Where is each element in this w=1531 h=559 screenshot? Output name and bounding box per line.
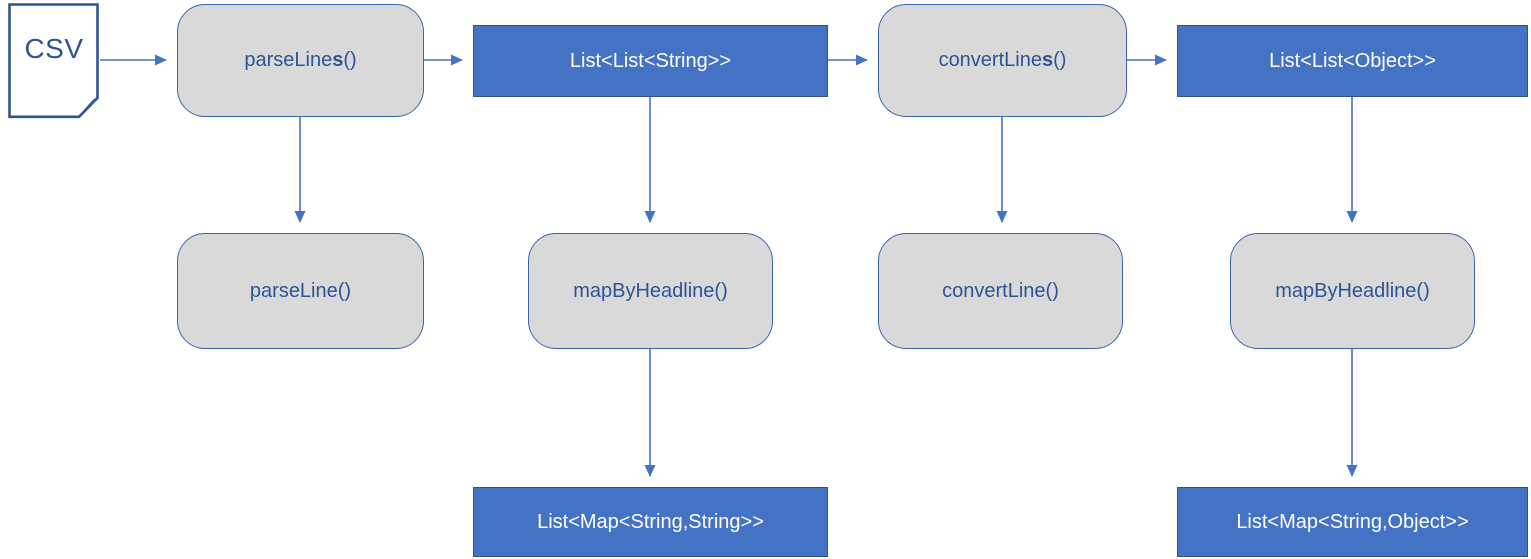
node-parse-line-label: parseLine(): [249, 279, 352, 302]
csv-icon-label: CSV: [24, 33, 84, 64]
node-convert-line-label: convertLine(): [942, 279, 1059, 302]
node-map-by-headline-2: mapByHeadline(): [1230, 233, 1475, 349]
node-list-list-string: List<List<String>>: [473, 25, 828, 97]
node-parse-lines-label-bold: s: [332, 49, 344, 71]
node-map-by-headline-2-label: mapByHeadline(): [1275, 279, 1430, 302]
node-map-by-headline-1-label: mapByHeadline(): [573, 279, 728, 302]
node-list-list-object-label: List<List<Object>>: [1269, 49, 1436, 72]
node-parse-lines: parseLines(): [177, 4, 424, 117]
node-convert-lines-label: convertLine: [938, 49, 1042, 71]
node-parse-lines-label: parseLine: [244, 49, 333, 71]
node-parse-line: parseLine(): [177, 233, 424, 349]
node-list-map-string-string-label: List<Map<String,String>>: [537, 510, 764, 533]
document-folded-corner-shape: [8, 3, 99, 119]
node-convert-line: convertLine(): [878, 233, 1123, 349]
node-list-map-string-object: List<Map<String,Object>>: [1177, 487, 1528, 557]
node-list-list-object: List<List<Object>>: [1177, 25, 1528, 97]
node-convert-lines-label-bold: s: [1041, 49, 1054, 71]
node-list-map-string-string: List<Map<String,String>>: [473, 487, 828, 557]
node-map-by-headline-1: mapByHeadline(): [528, 233, 773, 349]
node-list-map-string-object-label: List<Map<String,Object>>: [1236, 510, 1469, 533]
csv-document-icon: CSV: [8, 3, 100, 119]
node-parse-lines-label-parens: (): [343, 49, 357, 71]
node-convert-lines-label-parens: (): [1053, 49, 1067, 71]
node-convert-lines: convertLines(): [878, 4, 1127, 117]
node-list-list-string-label: List<List<String>>: [569, 49, 732, 72]
